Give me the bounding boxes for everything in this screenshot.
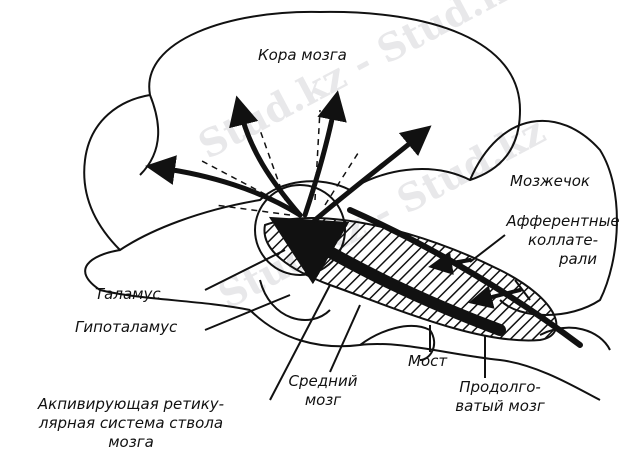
label-medulla: Продолго- ватый мозг [440,378,560,416]
cortex-arrow-2 [229,95,303,218]
label-line: Средний [288,372,358,390]
label-line: коллате- [528,231,598,249]
label-reticular-system: Акпивирующая ретику- лярная система ство… [0,395,262,452]
cortex-arrow-4 [312,125,432,223]
label-hypothalamus: Гипоталамус [75,318,178,336]
collateral-path [347,207,583,348]
label-line: Афферентные [506,212,620,230]
cortex-arrow-3 [302,90,347,218]
label-line: Продолго- [459,378,541,396]
label-cortex: Кора мозга [258,46,347,64]
label-afferent-collaterals: Афферентные коллате- рали [498,212,628,269]
cerebellum-outline [469,119,618,316]
collateral-arrow-1 [428,251,472,275]
label-midbrain: Средний мозг [283,372,363,410]
label-line: лярная система ствола [38,414,224,432]
label-line: мозг [304,391,342,409]
label-pons: Мост [408,352,448,370]
label-line: мозга [108,433,154,451]
label-line: Акпивирующая ретику- [37,395,225,413]
collateral-arrow-2 [468,285,522,309]
label-cerebellum: Мозжечок [510,172,590,190]
label-thalamus: Таламус [95,285,161,303]
ascending-arrow-main [268,216,506,336]
cerebrum-outline [83,10,522,252]
label-line: рали [558,250,598,268]
cortex-arrow-1 [145,155,303,218]
label-line: ватый мозг [455,397,545,415]
